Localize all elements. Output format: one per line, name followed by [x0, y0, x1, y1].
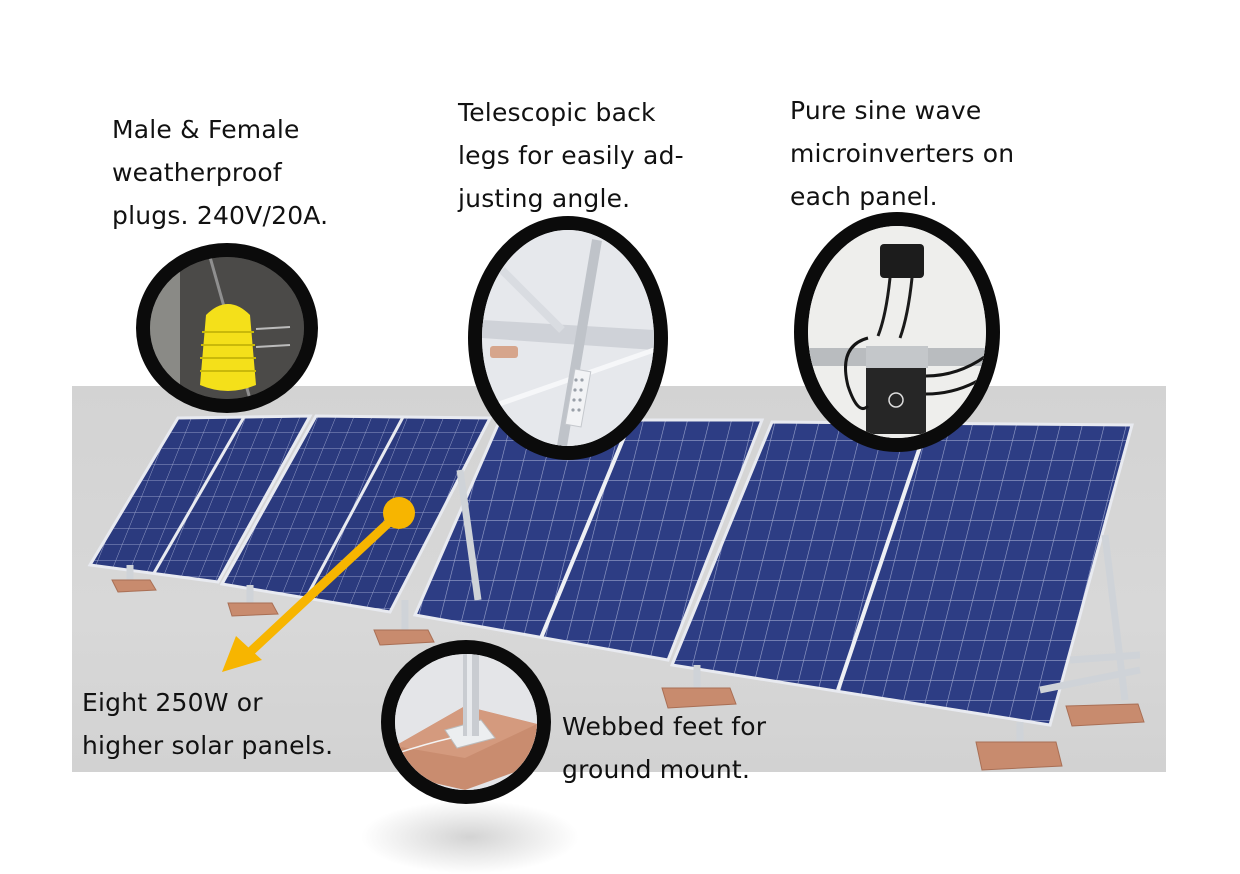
webbed-foot-icon [395, 654, 537, 790]
inverters-caption-line: each panel. [790, 182, 938, 211]
telescopic-leg-inset [468, 216, 668, 460]
panel-group-3 [669, 420, 1134, 727]
panels-caption-line: Eight 250W or [82, 688, 263, 717]
inverters-caption: Pure sine wave microinverters on each pa… [790, 89, 1014, 218]
plugs-caption: Male & Female weatherproof plugs. 240V/2… [112, 108, 328, 237]
feet-caption: Webbed feet for ground mount. [562, 705, 766, 791]
feet-caption-line: ground mount. [562, 755, 751, 784]
panels-caption: Eight 250W or higher solar panels. [82, 681, 333, 767]
inverters-caption-line: microinverters on [790, 139, 1015, 168]
plug-inset [136, 243, 318, 413]
microinverter-inset [794, 212, 1000, 452]
webbed-foot-inset [381, 640, 551, 804]
legs-caption-line: Telescopic back [458, 98, 656, 127]
panels-caption-line: higher solar panels. [82, 731, 334, 760]
legs-caption-line: justing angle. [458, 184, 631, 213]
foot-blocks [111, 579, 1145, 771]
support-legs [126, 469, 1141, 745]
plugs-caption-line: weatherproof [112, 158, 282, 187]
plug-icon [150, 257, 304, 399]
panel-group-1 [87, 414, 493, 614]
plugs-caption-line: plugs. 240V/20A. [112, 201, 329, 230]
legs-caption: Telescopic back legs for easily ad- just… [458, 91, 684, 220]
panel-group-2 [412, 418, 765, 662]
microinverter-icon [808, 226, 986, 438]
floor-shadow [360, 800, 580, 874]
feet-caption-line: Webbed feet for [562, 712, 767, 741]
legs-caption-line: legs for easily ad- [458, 141, 684, 170]
telescopic-leg-icon [482, 230, 654, 446]
plugs-caption-line: Male & Female [112, 115, 300, 144]
inverters-caption-line: Pure sine wave [790, 96, 982, 125]
panel-pointer-arrow [222, 497, 415, 672]
